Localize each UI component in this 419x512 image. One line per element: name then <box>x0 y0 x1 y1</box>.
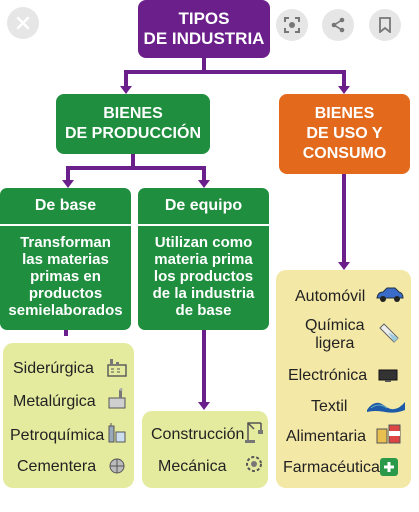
refinery-icon <box>105 421 129 445</box>
equipo-head-label: De equipo <box>164 197 243 214</box>
list-item: Siderúrgica <box>13 360 94 377</box>
connector-consumo-list <box>342 174 346 262</box>
equipo-body-label: Utilizan como materia prima los producto… <box>152 234 255 319</box>
diagram-title: TIPOS DE INDUSTRIA <box>143 9 265 48</box>
share-button[interactable] <box>322 9 354 41</box>
lens-icon <box>284 17 300 33</box>
close-icon <box>16 16 30 30</box>
list-item: Química ligera <box>305 317 365 352</box>
connector-top-horizontal <box>124 70 346 74</box>
title-box: TIPOS DE INDUSTRIA <box>138 0 270 58</box>
connector-title-down <box>202 58 206 72</box>
car-icon <box>374 284 406 306</box>
list-item: Cementera <box>17 458 97 475</box>
connector-equipo-down <box>202 166 206 180</box>
close-button[interactable] <box>7 7 39 39</box>
list-item: Electrónica <box>288 367 368 384</box>
consumption-label: BIENES DE USO Y CONSUMO <box>302 105 387 162</box>
equipo-body: Utilizan como materia prima los producto… <box>138 224 269 330</box>
cement-icon <box>105 453 129 477</box>
base-body: Transforman las materias primas en produ… <box>0 224 131 330</box>
list-item: Farmacéutica <box>283 459 380 476</box>
foundry-icon <box>105 387 129 411</box>
list-item: Automóvil <box>295 288 366 305</box>
base-body-label: Transforman las materias primas en produ… <box>8 234 123 319</box>
arrow-equipo-list <box>198 402 210 410</box>
production-box: BIENES DE PRODUCCIÓN <box>56 94 210 154</box>
test-tube-icon <box>376 320 402 346</box>
connector-base-down <box>66 166 70 180</box>
base-list: Siderúrgica Metalúrgica Petroquímica Cem… <box>3 343 134 488</box>
list-item: Textil <box>311 398 348 415</box>
arrow-production <box>120 86 132 94</box>
textile-icon <box>364 394 408 416</box>
crane-icon <box>242 419 266 445</box>
list-item: Alimentaria <box>286 428 367 445</box>
arrow-base <box>62 180 74 188</box>
arrow-equipo <box>198 180 210 188</box>
arrow-consumo-list <box>338 262 350 270</box>
connector-equipo-list <box>202 330 206 402</box>
bookmark-button[interactable] <box>369 9 401 41</box>
equipo-list: Construcción Mecánica <box>142 411 268 488</box>
bookmark-icon <box>379 17 391 33</box>
pharmacy-icon <box>378 456 400 478</box>
gear-icon <box>242 451 266 477</box>
connector-right-down <box>342 70 346 86</box>
arrow-consumption <box>338 86 350 94</box>
list-item: Metalúrgica <box>13 393 96 410</box>
production-label: BIENES DE PRODUCCIÓN <box>64 105 201 142</box>
list-item: Mecánica <box>158 458 227 475</box>
tv-icon <box>376 366 400 386</box>
connector-prod-horizontal <box>66 166 206 170</box>
consumption-box: BIENES DE USO Y CONSUMO <box>279 94 410 174</box>
list-item: Construcción <box>151 426 245 443</box>
food-cans-icon <box>374 420 404 446</box>
connector-prod-down <box>131 154 135 168</box>
equipo-head: De equipo <box>138 188 269 224</box>
base-head: De base <box>0 188 131 224</box>
connector-base-list <box>64 330 68 336</box>
share-icon <box>331 17 345 33</box>
consumo-list: Automóvil Química ligera Electrónica Tex… <box>276 270 411 488</box>
base-head-label: De base <box>34 197 97 214</box>
list-item: Petroquímica <box>10 427 105 444</box>
lens-button[interactable] <box>276 9 308 41</box>
connector-left-down <box>124 70 128 86</box>
factory-icon <box>105 355 129 379</box>
